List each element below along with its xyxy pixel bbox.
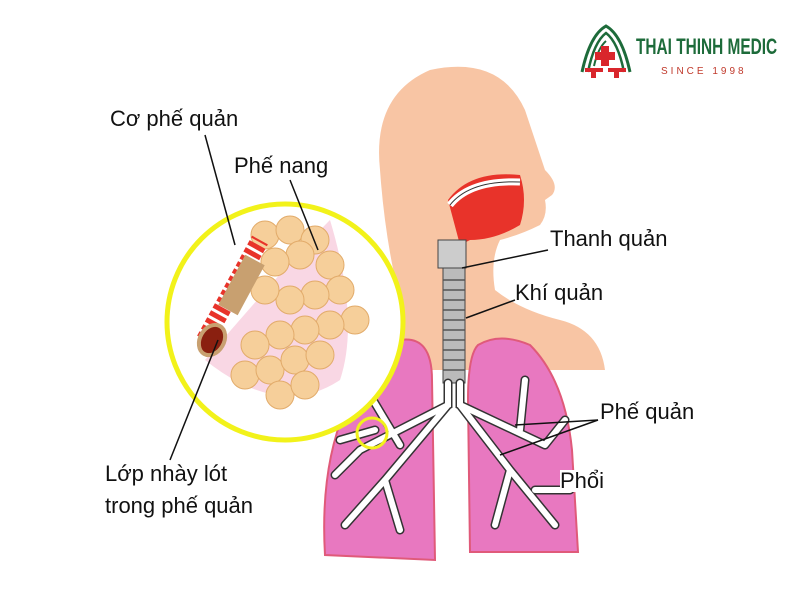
magnified-alveoli-inset bbox=[164, 201, 406, 443]
right-lung bbox=[466, 337, 580, 553]
bronchial-tree bbox=[330, 375, 575, 535]
logo-tagline: SINCE 1998 bbox=[661, 66, 747, 77]
trachea bbox=[437, 239, 467, 384]
label-larynx: Thanh quản bbox=[550, 226, 668, 251]
leader-lines bbox=[169, 134, 599, 461]
label-lungs: Phổi bbox=[560, 468, 605, 493]
label-mucus-line2: trong phế quản bbox=[105, 493, 254, 518]
label-bronchial-muscle: Cơ phế quản bbox=[110, 106, 239, 131]
label-bronchi: Phế quản bbox=[600, 399, 695, 424]
label-alveoli: Phế nang bbox=[234, 153, 329, 178]
zoom-region-marker bbox=[355, 416, 389, 450]
label-trachea: Khí quản bbox=[515, 280, 604, 305]
label-mucus-line1: Lớp nhày lót bbox=[105, 461, 228, 486]
logo-name: THAI THINH MEDIC bbox=[636, 34, 778, 59]
logo-mark bbox=[580, 24, 632, 78]
